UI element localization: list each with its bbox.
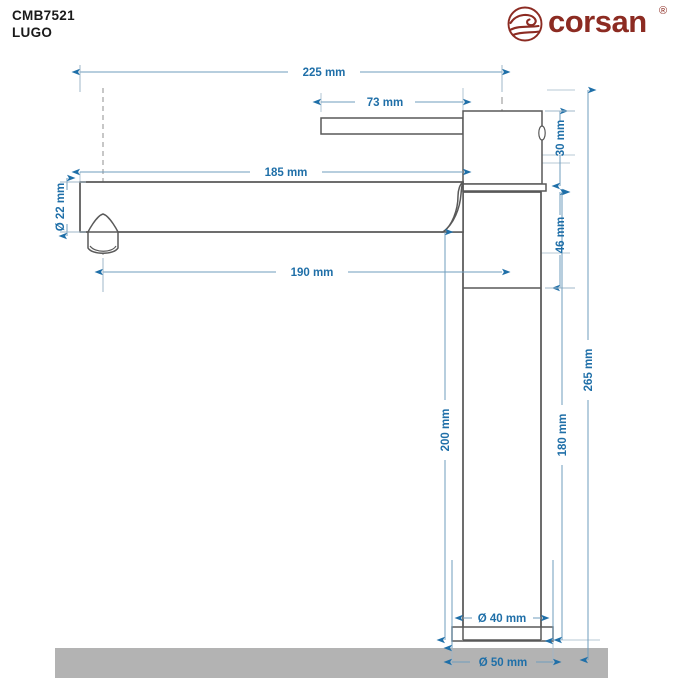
dimension-label-overall-height: 265 mm [583,349,595,392]
dimension-label-overall-width: 225 mm [303,67,346,79]
aerator [87,213,119,254]
brand-registered-mark: ® [659,5,668,17]
cartridge-housing [462,110,543,185]
dimension-label-body-diameter: Ø 40 mm [478,613,527,625]
dimension-label-spout-height: 200 mm [440,409,452,452]
base-flange [451,626,554,642]
dimension-label-cartridge-height: 30 mm [555,120,567,156]
corsan-wave-circle-logo-icon [507,6,543,42]
dimension-label-body-height: 180 mm [557,414,569,457]
dimension-label-body-top-height: 46 mm [555,217,567,253]
handle-lever [320,117,464,135]
dimension-label-spout-top-reach: 185 mm [265,167,308,179]
model-code-label: CMB7521 [12,8,75,23]
mixer-body [462,191,542,641]
model-name-label: LUGO [12,25,53,40]
spout-arm [79,181,464,233]
dimension-label-base-diameter: Ø 50 mm [479,657,528,669]
brand-wordmark: corsan [548,4,647,39]
dimension-label-spout-diameter: Ø 22 mm [55,183,67,232]
dimension-label-spout-reach: 190 mm [291,267,334,279]
dimension-label-handle-length: 73 mm [367,97,403,109]
cartridge-trim-ring [458,183,547,192]
counter-surface [55,648,608,678]
cartridge-indicator-icon [538,125,546,141]
